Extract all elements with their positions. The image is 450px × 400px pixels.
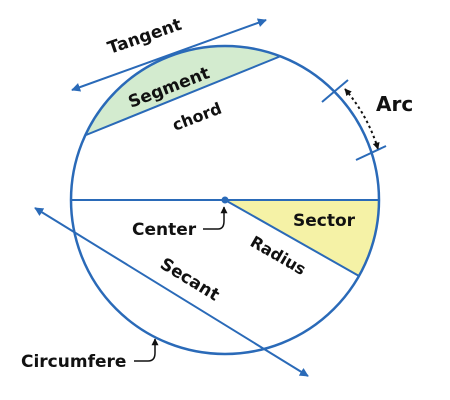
arc-tick-bottom [355,145,387,161]
arc-tick-top [321,79,349,103]
secant-line [34,207,309,377]
circumference-pointer-arrow [134,338,159,362]
center-label: Center [132,220,197,240]
center-point [221,196,229,204]
sector-label: Sector [293,211,356,231]
chord-label: chord [170,99,225,135]
tangent-line [71,18,267,92]
secant-label: Secant [156,254,222,305]
circumference-label: Circumfere [21,352,126,372]
arc-dotted-arrow [344,88,380,150]
tangent-label: Tangent [105,15,184,59]
center-pointer-arrow [203,206,228,230]
arc-label: Arc [376,92,413,116]
